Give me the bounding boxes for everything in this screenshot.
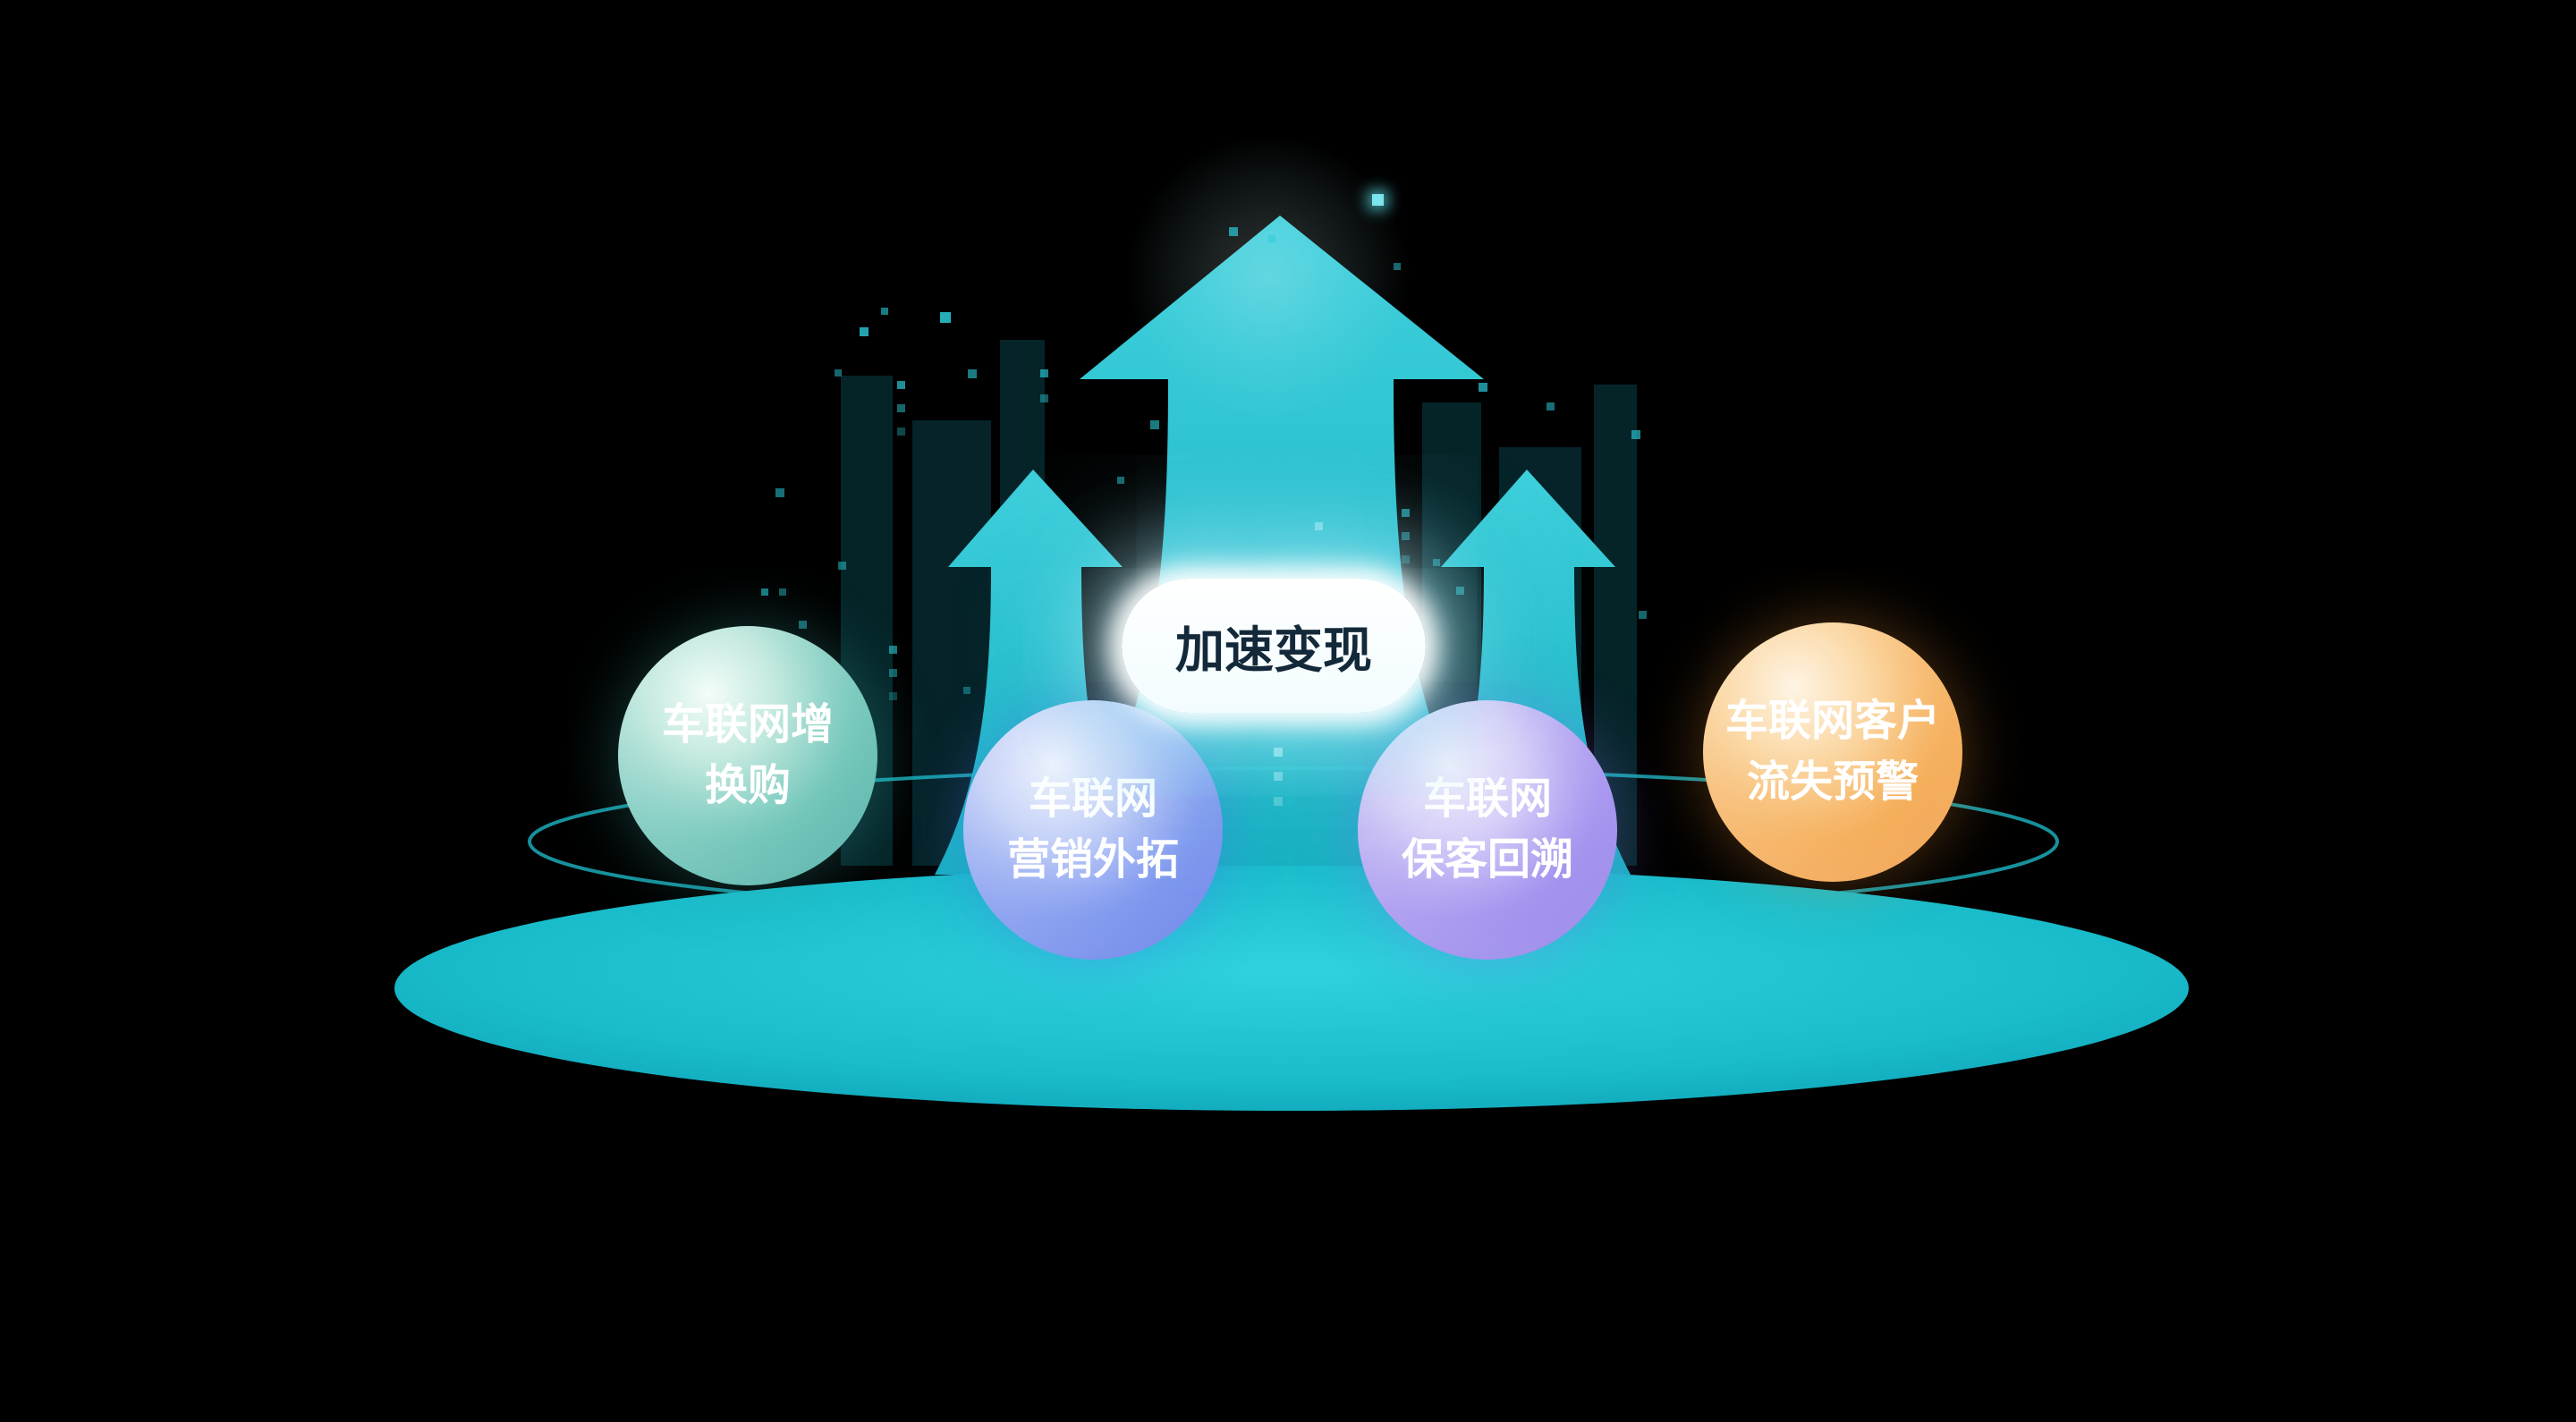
sphere-telematics-churn-warning: 车联网客户 流失预警 bbox=[1703, 622, 1962, 882]
particle-dot bbox=[1564, 621, 1572, 628]
particle-dot bbox=[1268, 235, 1275, 242]
particle-dot bbox=[1402, 509, 1410, 517]
particle-dot bbox=[1229, 227, 1238, 236]
particle-dot bbox=[1631, 430, 1640, 439]
sphere-label-churn-warning: 车联网客户 流失预警 bbox=[1724, 697, 1940, 806]
sphere-label-trade-in: 车联网增 换购 bbox=[661, 700, 834, 809]
particle-dot bbox=[1402, 555, 1410, 563]
particle-dot bbox=[968, 369, 977, 378]
particle-dot bbox=[889, 669, 897, 677]
particle-dot bbox=[897, 381, 905, 389]
particle-dot bbox=[779, 588, 786, 596]
particle-dot bbox=[897, 404, 905, 412]
particle-dot bbox=[1456, 587, 1464, 595]
sphere-telematics-trade-in: 车联网增 换购 bbox=[618, 626, 877, 885]
particle-dot bbox=[761, 588, 768, 596]
particle-dot bbox=[1580, 547, 1589, 555]
particle-dot bbox=[1040, 369, 1048, 377]
particle-dot bbox=[860, 327, 869, 336]
particle-dot bbox=[1064, 567, 1072, 574]
platform-disc bbox=[394, 866, 2189, 1111]
particle-dot bbox=[963, 687, 970, 694]
center-growth-arrow bbox=[1051, 216, 1512, 876]
center-label-pill: 加速变现 bbox=[1122, 579, 1426, 713]
particle-dot bbox=[940, 312, 951, 323]
particle-dot bbox=[1315, 522, 1323, 530]
particle-dot bbox=[889, 646, 897, 654]
particle-dot bbox=[1372, 194, 1384, 206]
particle-dot bbox=[1402, 532, 1410, 540]
center-label-text: 加速变现 bbox=[1174, 622, 1372, 678]
particle-dot bbox=[775, 488, 784, 497]
particle-dot bbox=[897, 427, 905, 436]
particle-dot bbox=[1433, 559, 1440, 566]
particle-dot bbox=[799, 621, 807, 629]
particle-dot bbox=[1274, 748, 1283, 757]
sphere-telematics-retention: 车联网 保客回溯 bbox=[1358, 700, 1617, 960]
particle-dot bbox=[1040, 394, 1048, 402]
particle-dot bbox=[1117, 477, 1124, 484]
particle-dot bbox=[889, 692, 897, 700]
particle-dot bbox=[838, 562, 846, 570]
sphere-telematics-marketing: 车联网 营销外拓 bbox=[963, 700, 1223, 960]
particle-dot bbox=[1274, 797, 1283, 806]
particle-dot bbox=[1394, 263, 1401, 270]
particle-dot bbox=[1639, 611, 1647, 619]
particle-dot bbox=[1479, 383, 1487, 392]
sphere-label-marketing: 车联网 营销外拓 bbox=[1006, 774, 1179, 884]
particle-dot bbox=[1150, 420, 1159, 429]
particle-dot bbox=[835, 369, 842, 377]
particle-dot bbox=[1274, 772, 1283, 781]
particle-dot bbox=[881, 308, 888, 315]
particle-dot bbox=[1546, 402, 1555, 411]
sphere-label-retention: 车联网 保客回溯 bbox=[1401, 774, 1573, 884]
